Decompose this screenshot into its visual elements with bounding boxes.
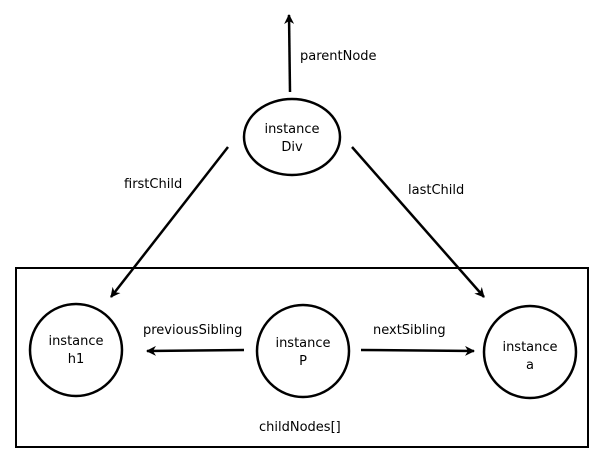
last-child-label: lastChild [408,183,464,198]
node-p-circle [255,303,351,399]
node-div-line1: instance [264,122,319,137]
node-p: instance P [255,303,351,399]
node-div-line2: Div [281,140,303,155]
node-h1-line2: h1 [68,352,85,367]
node-p-line2: P [299,354,307,369]
node-a-line2: a [526,358,534,373]
node-div-circle [242,97,342,177]
first-child-label: firstChild [124,177,182,192]
node-h1-line1: instance [48,334,103,349]
parent-node-label: parentNode [300,49,377,64]
previous-sibling-arrow [146,345,245,356]
next-sibling-label: nextSibling [373,323,446,338]
node-a-circle [482,304,578,400]
node-h1: instance h1 [28,302,124,398]
parent-node-arrow [284,14,295,93]
node-div: instance Div [242,97,342,177]
node-a-line1: instance [502,340,557,355]
previous-sibling-label: previousSibling [143,323,242,338]
first-child-arrow [110,146,229,298]
last-child-arrow [351,146,485,298]
child-nodes-container [15,267,589,448]
child-nodes-label: childNodes[] [259,420,341,435]
next-sibling-arrow [360,345,475,356]
node-p-line1: instance [275,336,330,351]
node-h1-circle [28,302,124,398]
node-a: instance a [482,304,578,400]
